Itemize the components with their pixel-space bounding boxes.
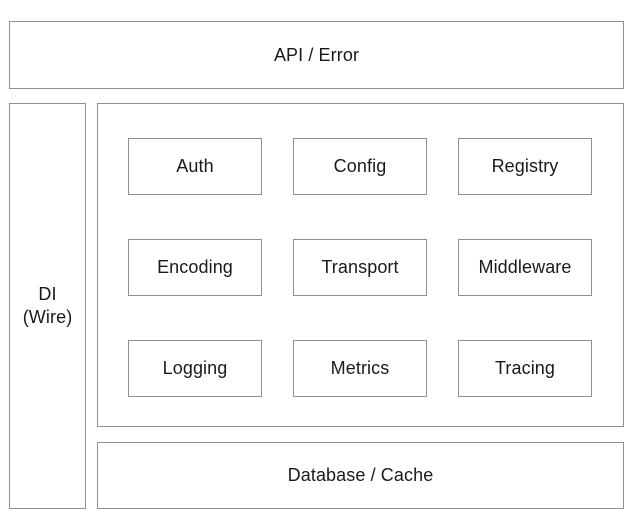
database-cache-label: Database / Cache xyxy=(287,465,434,485)
module-label: Metrics xyxy=(330,358,390,378)
module-box-registry: Registry xyxy=(458,138,592,195)
module-label: Registry xyxy=(491,156,559,176)
module-box-metrics: Metrics xyxy=(293,340,427,397)
module-label: Config xyxy=(333,156,387,176)
module-label: Tracing xyxy=(494,358,556,378)
module-label: Logging xyxy=(162,358,228,378)
di-wire-box: DI (Wire) xyxy=(9,103,86,509)
api-error-box: API / Error xyxy=(9,21,624,89)
module-box-logging: Logging xyxy=(128,340,262,397)
module-label: Auth xyxy=(176,156,214,176)
module-label: Middleware xyxy=(478,257,572,277)
module-box-encoding: Encoding xyxy=(128,239,262,296)
module-box-transport: Transport xyxy=(293,239,427,296)
module-box-auth: Auth xyxy=(128,138,262,195)
module-box-tracing: Tracing xyxy=(458,340,592,397)
database-cache-box: Database / Cache xyxy=(97,442,624,509)
api-error-label: API / Error xyxy=(273,44,360,65)
module-label: Encoding xyxy=(157,257,233,277)
module-label: Transport xyxy=(321,257,399,277)
di-wire-label-line1: DI xyxy=(38,284,57,304)
module-box-config: Config xyxy=(293,138,427,195)
modules-container: Auth Config Registry Encoding Transport … xyxy=(97,103,624,427)
di-wire-label-line2: (Wire) xyxy=(22,307,73,327)
module-box-middleware: Middleware xyxy=(458,239,592,296)
